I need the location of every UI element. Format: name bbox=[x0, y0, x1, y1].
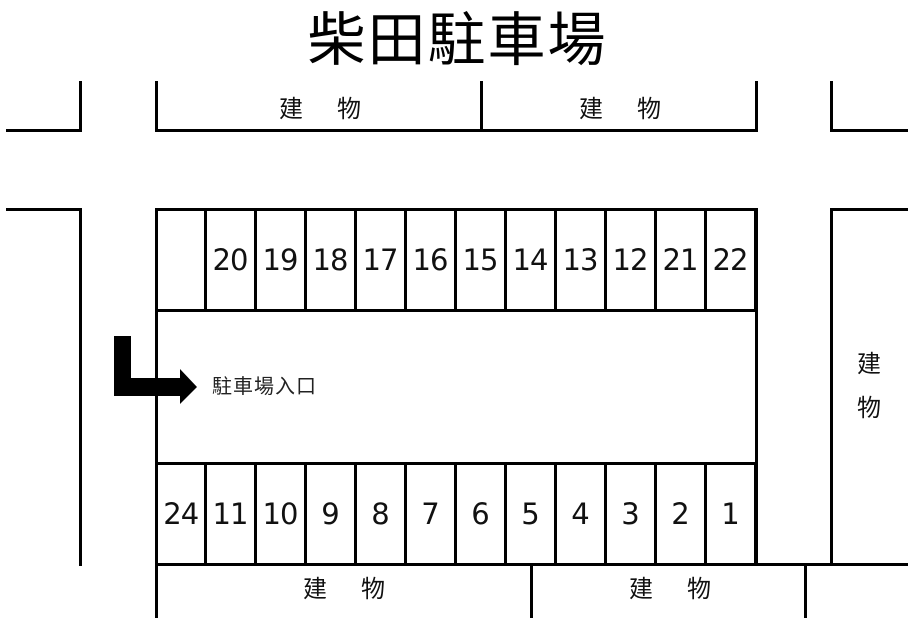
building-char: 建 bbox=[579, 95, 603, 123]
parking-stall-10[interactable]: 10 bbox=[257, 463, 307, 565]
road-edge bbox=[79, 81, 82, 132]
stall-row-top: 20 19 18 17 16 15 14 13 12 21 22 bbox=[155, 209, 757, 311]
building-char: 建 bbox=[629, 575, 653, 603]
lot-outline-top bbox=[155, 208, 758, 211]
parking-stall-8[interactable]: 8 bbox=[357, 463, 407, 565]
parking-stall-11[interactable]: 11 bbox=[207, 463, 257, 565]
parking-stall-5[interactable]: 5 bbox=[507, 463, 557, 565]
building-label-bottom-left: 建物 bbox=[284, 574, 404, 604]
building-char: 建 bbox=[857, 350, 881, 378]
building-outline bbox=[155, 129, 758, 132]
building-char: 物 bbox=[857, 394, 881, 422]
parking-stall-6[interactable]: 6 bbox=[457, 463, 507, 565]
building-label-right: 建 物 bbox=[849, 342, 889, 430]
parking-stall-2[interactable]: 2 bbox=[657, 463, 707, 565]
page-title: 柴田駐車場 bbox=[307, 6, 608, 74]
road-edge bbox=[79, 208, 82, 566]
parking-stall-7[interactable]: 7 bbox=[407, 463, 457, 565]
parking-stall-4[interactable]: 4 bbox=[557, 463, 607, 565]
building-label-top-right: 建物 bbox=[560, 94, 680, 124]
parking-stall-18[interactable]: 18 bbox=[307, 209, 357, 311]
building-char: 建 bbox=[303, 575, 327, 603]
entrance-label: 駐車場入口 bbox=[212, 374, 317, 398]
building-label-bottom-right: 建物 bbox=[610, 574, 730, 604]
parking-stall-16[interactable]: 16 bbox=[407, 209, 457, 311]
arrow-right-turn-icon bbox=[114, 336, 197, 404]
building-label-top-left: 建物 bbox=[260, 94, 380, 124]
building-outline bbox=[155, 81, 158, 132]
parking-stall-1[interactable]: 1 bbox=[707, 463, 757, 565]
road-edge bbox=[6, 208, 82, 211]
lot-outline-right bbox=[755, 208, 758, 566]
building-outline bbox=[755, 81, 758, 132]
parking-stall-21[interactable]: 21 bbox=[657, 209, 707, 311]
parking-stall-19[interactable]: 19 bbox=[257, 209, 307, 311]
road-edge bbox=[830, 129, 908, 132]
aisle-bottom-edge bbox=[155, 462, 758, 465]
lot-outline-left bbox=[155, 208, 158, 618]
parking-stall-9[interactable]: 9 bbox=[307, 463, 357, 565]
road-edge bbox=[6, 129, 82, 132]
building-divider bbox=[530, 563, 533, 618]
building-outline bbox=[830, 208, 833, 566]
parking-stall-14[interactable]: 14 bbox=[507, 209, 557, 311]
aisle-top-edge bbox=[155, 309, 758, 312]
building-char: 物 bbox=[361, 575, 385, 603]
building-outline bbox=[830, 208, 908, 211]
building-char: 建 bbox=[279, 95, 303, 123]
parking-stall-24[interactable]: 24 bbox=[155, 463, 207, 565]
building-char: 物 bbox=[337, 95, 361, 123]
building-char: 物 bbox=[637, 95, 661, 123]
stall-row-bottom: 24 11 10 9 8 7 6 5 4 3 2 1 bbox=[155, 463, 757, 565]
parking-stall-22[interactable]: 22 bbox=[707, 209, 757, 311]
building-char: 物 bbox=[687, 575, 711, 603]
parking-stall-15[interactable]: 15 bbox=[457, 209, 507, 311]
parking-stall-12[interactable]: 12 bbox=[607, 209, 657, 311]
building-divider bbox=[480, 81, 483, 132]
building-divider bbox=[804, 563, 807, 618]
parking-stall-13[interactable]: 13 bbox=[557, 209, 607, 311]
parking-stall-empty[interactable] bbox=[155, 209, 207, 311]
parking-stall-3[interactable]: 3 bbox=[607, 463, 657, 565]
road-edge bbox=[830, 81, 833, 132]
parking-stall-20[interactable]: 20 bbox=[207, 209, 257, 311]
parking-stall-17[interactable]: 17 bbox=[357, 209, 407, 311]
